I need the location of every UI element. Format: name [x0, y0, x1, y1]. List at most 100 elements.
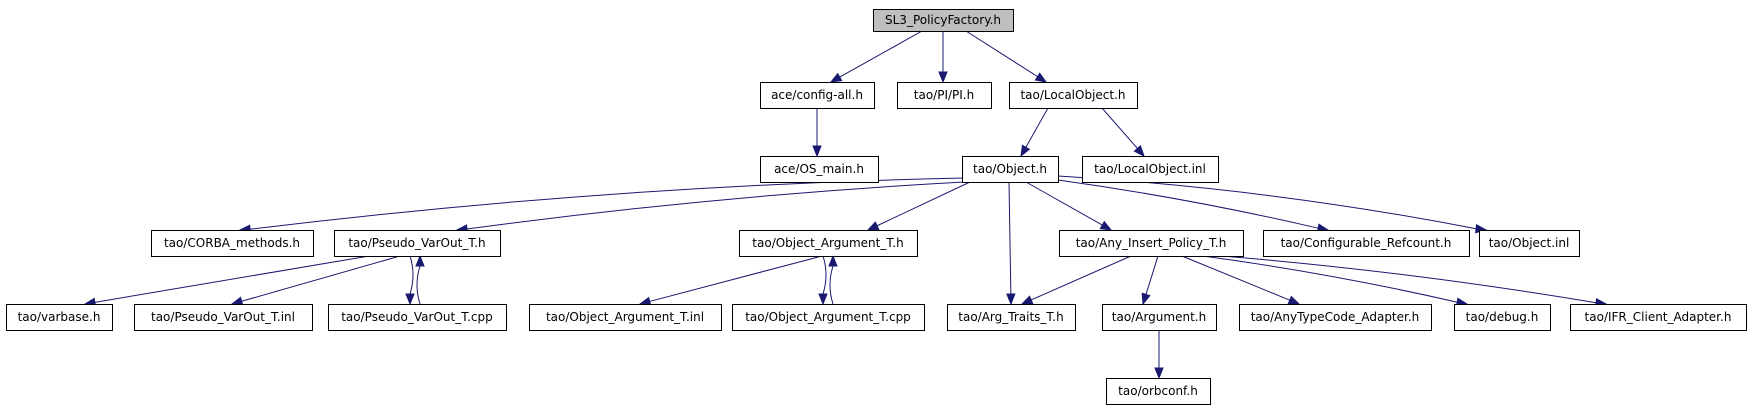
node-any_insert[interactable]: tao/Any_Insert_Policy_T.h	[1059, 230, 1244, 257]
arrow-head-icon	[812, 145, 822, 158]
node-localobject[interactable]: tao/LocalObject.h	[1009, 82, 1138, 109]
node-pseudo_varout_cpp[interactable]: tao/Pseudo_VarOut_T.cpp	[328, 304, 507, 331]
edge-line	[249, 177, 965, 230]
arrow-head-icon	[405, 293, 415, 306]
node-pseudo_varout[interactable]: tao/Pseudo_VarOut_T.h	[334, 230, 501, 257]
edge-object_argument-to-object_argument_inl	[638, 255, 823, 306]
node-box	[897, 82, 992, 109]
edge-sl3-to-localobject	[965, 30, 1048, 83]
arrow-head-icon	[829, 72, 843, 83]
arrow-head-icon	[1133, 144, 1145, 158]
node-box	[1009, 82, 1138, 109]
edge-line	[876, 181, 971, 227]
node-label: tao/Object_Argument_T.h	[752, 236, 903, 250]
node-localobject_inl[interactable]: tao/LocalObject.inl	[1082, 156, 1219, 183]
node-label: tao/LocalObject.h	[1020, 88, 1125, 102]
arrow-head-icon	[866, 221, 880, 231]
node-box	[760, 82, 875, 109]
node-debug[interactable]: tao/debug.h	[1454, 304, 1551, 331]
edge-any_insert-to-argument	[1141, 255, 1159, 306]
node-pi[interactable]: tao/PI/PI.h	[897, 82, 992, 109]
edge-any_insert-to-ifr_client_adapter	[1221, 255, 1608, 308]
edge-layer	[83, 30, 1608, 380]
node-argument[interactable]: tao/Argument.h	[1102, 304, 1217, 331]
node-label: tao/IFR_Client_Adapter.h	[1585, 310, 1732, 324]
node-label: tao/Arg_Traits_T.h	[958, 310, 1063, 324]
edge-any_insert-to-arg_traits	[1020, 255, 1132, 305]
arrow-head-icon	[1020, 144, 1031, 158]
node-label: tao/Pseudo_VarOut_T.h	[348, 236, 485, 250]
node-orbconf[interactable]: tao/orbconf.h	[1106, 378, 1211, 405]
node-os_main[interactable]: ace/OS_main.h	[760, 156, 879, 183]
edge-line	[822, 255, 827, 295]
node-label: tao/orbconf.h	[1118, 384, 1198, 398]
node-box	[1239, 304, 1432, 331]
node-object_inl[interactable]: tao/Object.inl	[1479, 230, 1580, 257]
node-varbase[interactable]: tao/varbase.h	[6, 304, 113, 331]
arrow-head-icon	[1034, 72, 1048, 83]
edge-any_insert-to-anytypecode_adapter	[1181, 255, 1301, 305]
edge-object-to-object_inl	[1057, 175, 1488, 234]
node-anytypecode_adapter[interactable]: tao/AnyTypeCode_Adapter.h	[1239, 304, 1432, 331]
node-box	[1263, 230, 1470, 257]
node-label: tao/Pseudo_VarOut_T.inl	[151, 310, 295, 324]
edge-pseudo_varout-to-varbase	[83, 255, 370, 307]
node-box	[151, 230, 314, 257]
node-label: tao/AnyTypeCode_Adapter.h	[1251, 310, 1420, 324]
node-object[interactable]: tao/Object.h	[962, 156, 1059, 183]
edge-object-to-pseudo_varout	[455, 181, 965, 234]
node-label: tao/Object.inl	[1489, 236, 1570, 250]
arrow-head-icon	[1141, 292, 1151, 306]
edge-line	[1030, 255, 1132, 301]
edge-line	[1057, 179, 1319, 229]
node-box	[739, 230, 918, 257]
node-label: ace/OS_main.h	[774, 162, 864, 176]
arrow-head-icon	[230, 296, 244, 306]
edge-localobject-to-object	[1020, 107, 1049, 158]
edge-line	[241, 255, 401, 302]
edge-line	[94, 255, 370, 303]
node-object_argument[interactable]: tao/Object_Argument_T.h	[739, 230, 918, 257]
node-label: tao/Pseudo_VarOut_T.cpp	[341, 310, 493, 324]
node-arg_traits[interactable]: tao/Arg_Traits_T.h	[947, 304, 1076, 331]
node-box	[962, 156, 1059, 183]
edge-object-to-any_insert	[1025, 181, 1113, 231]
node-configurable_refcount[interactable]: tao/Configurable_Refcount.h	[1263, 230, 1470, 257]
node-config_all[interactable]: ace/config-all.h	[760, 82, 875, 109]
node-box	[1102, 304, 1217, 331]
edge-line	[1181, 255, 1290, 301]
node-corba_methods[interactable]: tao/CORBA_methods.h	[151, 230, 314, 257]
edge-line	[649, 255, 823, 302]
arrow-head-icon	[1287, 295, 1301, 305]
arrow-head-icon	[828, 254, 838, 267]
arrow-head-icon	[1099, 220, 1113, 231]
edge-pseudo_varout-to-pseudo_varout_inl	[230, 255, 401, 306]
edge-line	[1221, 255, 1597, 304]
node-label: tao/LocalObject.inl	[1094, 162, 1206, 176]
edge-line	[1025, 107, 1049, 148]
node-label: tao/debug.h	[1466, 310, 1539, 324]
node-box	[529, 304, 722, 331]
edge-line	[1057, 175, 1477, 230]
node-pseudo_varout_inl[interactable]: tao/Pseudo_VarOut_T.inl	[134, 304, 313, 331]
edge-config_all-to-os_main	[812, 108, 822, 158]
node-box	[1059, 230, 1244, 257]
node-ifr_client_adapter[interactable]: tao/IFR_Client_Adapter.h	[1570, 304, 1747, 331]
node-box	[1106, 378, 1211, 405]
node-label: tao/Argument.h	[1112, 310, 1206, 324]
edge-object_argument_cpp-to-object_argument	[828, 254, 838, 305]
node-box	[6, 304, 113, 331]
node-object_argument_cpp[interactable]: tao/Object_Argument_T.cpp	[732, 304, 925, 331]
arrow-head-icon	[1006, 293, 1016, 306]
node-box	[1479, 230, 1580, 257]
edge-line	[839, 30, 923, 78]
node-object_argument_inl[interactable]: tao/Object_Argument_T.inl	[529, 304, 722, 331]
edge-sl3-to-pi	[938, 31, 948, 84]
edge-object-to-corba_methods	[238, 177, 965, 234]
edge-object-to-configurable_refcount	[1057, 179, 1330, 233]
node-box	[732, 304, 925, 331]
arrow-head-icon	[1154, 367, 1164, 380]
edge-line	[1145, 255, 1159, 295]
arrow-head-icon	[938, 71, 948, 84]
